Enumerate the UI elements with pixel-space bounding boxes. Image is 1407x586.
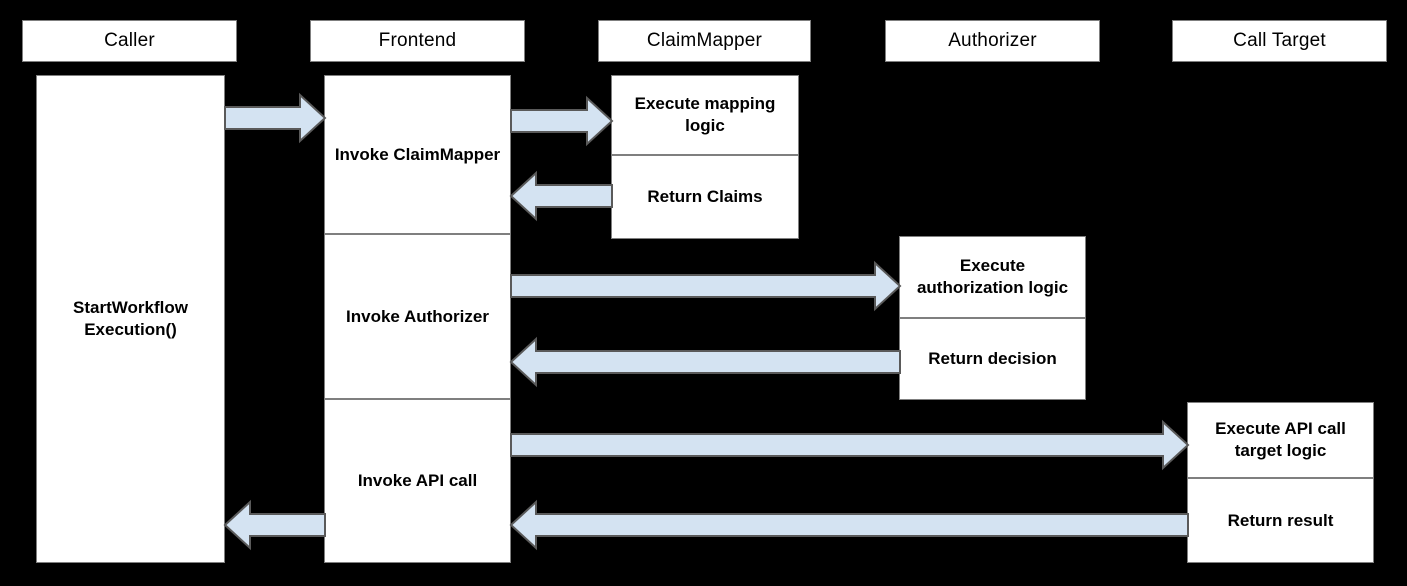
activation-caller-start-workflow: StartWorkflow Execution() [36,75,225,563]
participant-header-caller: Caller [22,20,237,62]
activation-authorizer-return-decision: Return decision [899,318,1086,400]
message-arrow-claimmapper-to-frontend [509,170,613,222]
message-arrow-frontend-to-caller [223,499,326,551]
activation-frontend-invoke-api-call: Invoke API call [324,399,511,563]
activation-call-target-execute-api-call-target-logic: Execute API call target logic [1187,402,1374,478]
participant-header-frontend: Frontend [310,20,525,62]
activation-frontend-invoke-claimmapper: Invoke ClaimMapper [324,75,511,234]
participant-header-claimmapper: ClaimMapper [598,20,811,62]
message-arrow-frontend-to-call-target [510,419,1190,471]
message-arrow-call-target-to-frontend [509,499,1189,551]
activation-frontend-invoke-authorizer: Invoke Authorizer [324,234,511,399]
message-arrow-frontend-to-authorizer [510,260,902,312]
message-arrow-authorizer-to-frontend [509,336,901,388]
participant-header-call-target: Call Target [1172,20,1387,62]
message-arrow-caller-to-frontend [224,92,327,144]
activation-claimmapper-execute-mapping-logic: Execute mapping logic [611,75,799,155]
participant-header-authorizer: Authorizer [885,20,1100,62]
activation-claimmapper-return-claims: Return Claims [611,155,799,239]
message-arrow-frontend-to-claimmapper [510,95,614,147]
activation-call-target-return-result: Return result [1187,478,1374,563]
activation-authorizer-execute-authorization-logic: Execute authorization logic [899,236,1086,318]
